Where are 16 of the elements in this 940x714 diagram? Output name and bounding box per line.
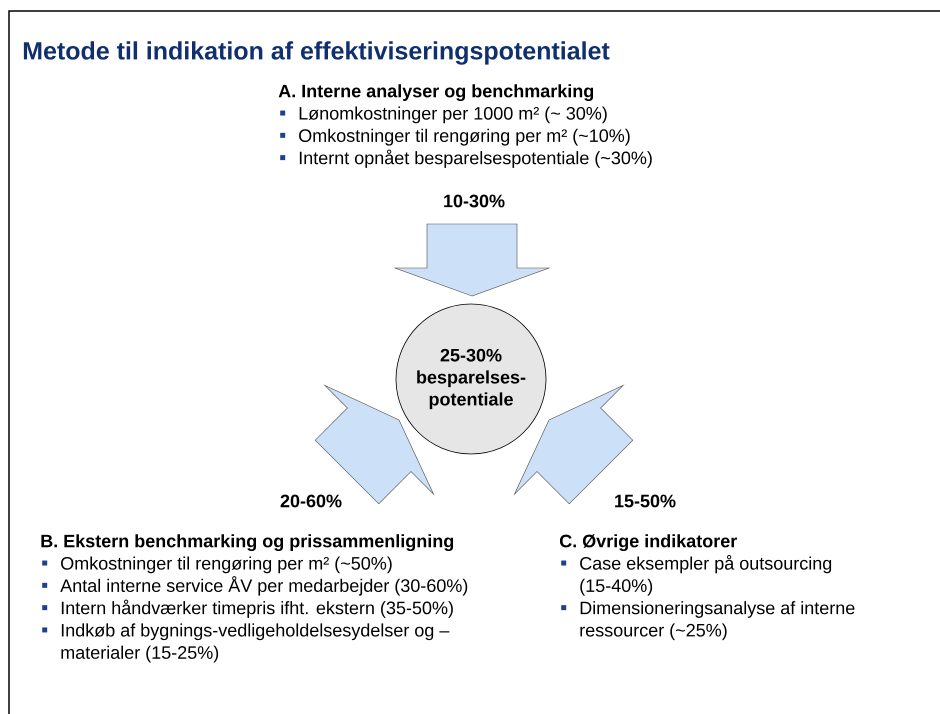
edge-label: 10-30%: [444, 194, 505, 208]
bullet-text: Intern håndværker timepris ifht. ekstern (35-50%): [62, 600, 453, 618]
heading: A. Interne analyser og benchmarking: [278, 84, 594, 102]
heading: B. Ekstern benchmarking og prissammenligning: [41, 534, 454, 552]
bullet-text: Antal interne service ÅV per medarbejder (30-60%): [60, 576, 468, 596]
bullet-text: Case eksempler på outsourcing (15-40%): [580, 555, 832, 596]
edge-label: 15-50%: [615, 494, 676, 508]
bullet-text: Omkostninger til rengøring per m² (~50%): [61, 556, 392, 574]
bullet-text: Dimensioneringsanalyse af interne ressourcer (~25%): [580, 601, 854, 640]
bullet-text: Lønomkostninger per 1000 m² (~ 30%): [300, 106, 607, 124]
bullet-text: Internt opnået besparelsespotentiale (~30%): [300, 150, 652, 168]
title: Metode til indikation af effektiviseringspotentialet: [24, 41, 610, 65]
bullet-text: Omkostninger til rengøring per m² (~10%): [299, 128, 630, 146]
bullet-text: Indkøb af bygnings-vedligeholdelsesydelser og – materialer (15-25%): [61, 623, 450, 662]
edge-label: 20-60%: [280, 494, 342, 508]
heading: C. Øvrige indikatorer: [560, 534, 737, 552]
